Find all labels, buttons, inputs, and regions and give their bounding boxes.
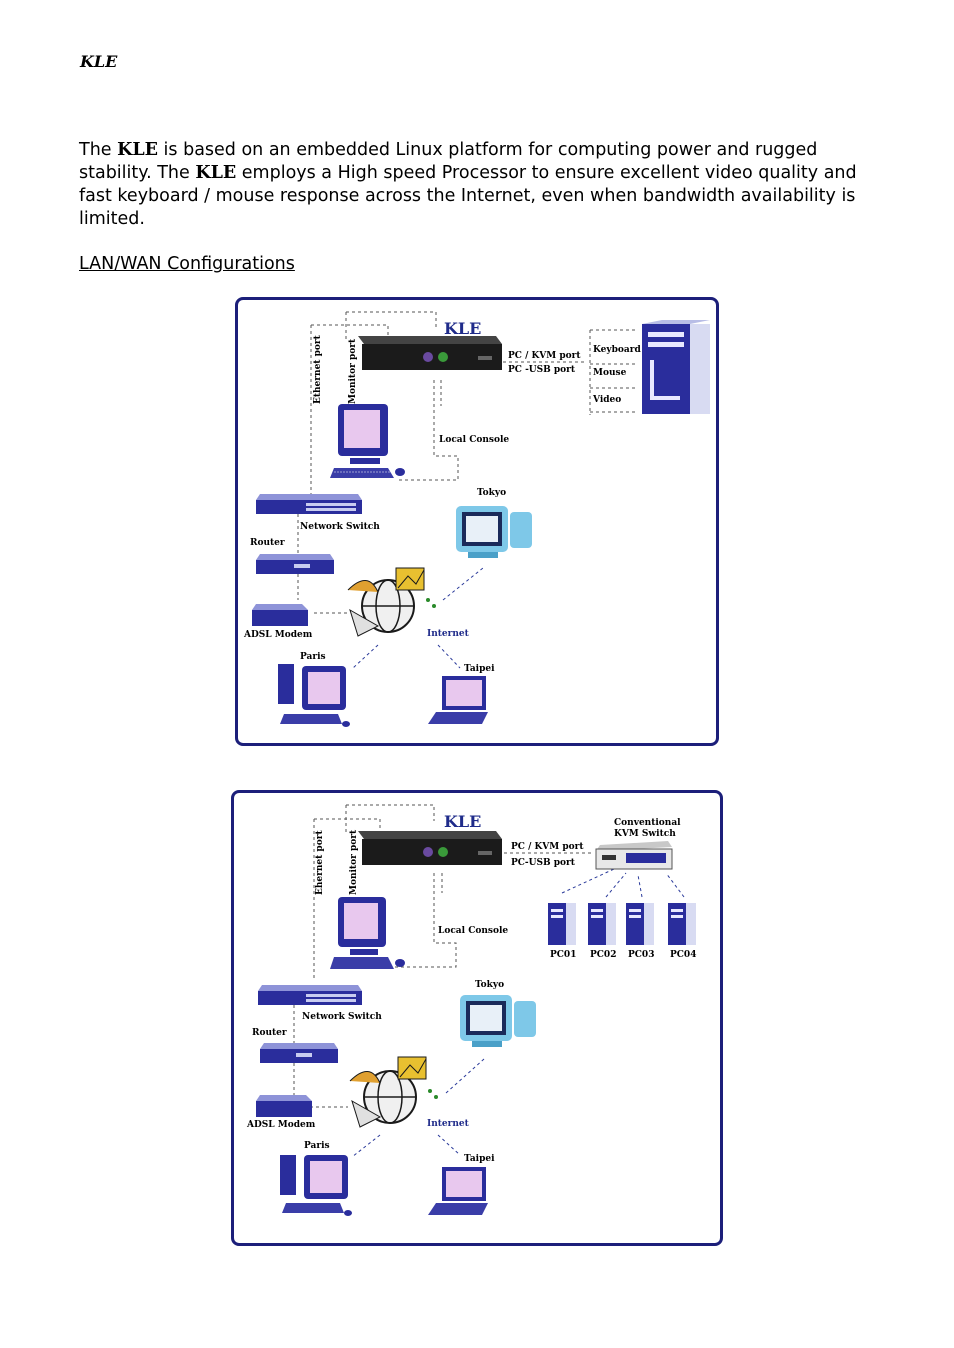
video-label: Video: [592, 395, 621, 405]
adsl-modem-label: ADSL Modem: [246, 1120, 316, 1130]
pc02-tower-icon: [588, 903, 616, 945]
paris-pc-icon: [278, 664, 350, 727]
intro-paragraph: The KLE is based on an embedded Linux pl…: [79, 140, 857, 229]
paris-pc-icon: [280, 1155, 352, 1216]
pc02-label: PC02: [590, 950, 616, 960]
tokyo-label: Tokyo: [475, 980, 504, 990]
pc-usb-port-label: PC-USB port: [511, 858, 576, 868]
tokyo-pc-icon: [460, 995, 536, 1047]
monitor-port-label: Monitor port: [348, 338, 358, 404]
network-switch-icon: [258, 985, 362, 1005]
internet-globe-icon: [349, 1056, 438, 1128]
monitor-port-label: Monitor port: [349, 829, 359, 895]
network-switch-icon: [256, 494, 362, 514]
kle-bold: KLE: [195, 163, 237, 183]
pc03-tower-icon: [626, 903, 654, 945]
router-label: Router: [250, 538, 285, 548]
pc01-tower-icon: [548, 903, 576, 945]
taipei-laptop-icon: [428, 1167, 488, 1215]
kle-bold: KLE: [117, 140, 158, 160]
kle-label: KLE: [444, 319, 481, 338]
ethernet-port-label: Ethernet port: [313, 334, 323, 404]
tokyo-label: Tokyo: [477, 488, 506, 498]
router-icon: [256, 554, 334, 574]
mouse-label: Mouse: [593, 368, 627, 378]
diagram-kle-single-pc: KLE Ethernet port Monitor port PC / KVM …: [235, 297, 719, 746]
adsl-modem-icon: [256, 1095, 312, 1117]
taipei-label: Taipei: [464, 1154, 495, 1164]
internet-label: Internet: [427, 1119, 470, 1129]
pc-kvm-port-label: PC / KVM port: [511, 842, 584, 852]
internet-globe-icon: [347, 567, 436, 637]
section-title: LAN/WAN Configurations: [79, 254, 295, 274]
paris-label: Paris: [304, 1141, 330, 1151]
router-icon: [260, 1043, 338, 1063]
pc-usb-port-label: PC -USB port: [508, 365, 576, 375]
taipei-laptop-icon: [428, 676, 488, 724]
network-switch-label: Network Switch: [302, 1012, 382, 1022]
keyboard-label: Keyboard: [593, 345, 641, 355]
internet-label: Internet: [427, 629, 470, 639]
local-console-monitor-icon: [330, 404, 405, 478]
kvm-switch-label-line2: KVM Switch: [614, 829, 676, 839]
kle-label: KLE: [444, 812, 481, 831]
local-console-label: Local Console: [439, 435, 509, 445]
router-label: Router: [252, 1028, 287, 1038]
taipei-label: Taipei: [464, 664, 495, 674]
pc-kvm-port-label: PC / KVM port: [508, 351, 581, 361]
adsl-modem-icon: [252, 604, 308, 626]
local-console-label: Local Console: [438, 926, 508, 936]
pc-tower-icon: [642, 320, 710, 414]
kle-device-icon: [358, 831, 502, 865]
pc03-label: PC03: [628, 950, 654, 960]
paris-label: Paris: [300, 652, 326, 662]
adsl-modem-label: ADSL Modem: [243, 630, 313, 640]
kvm-switch-label-line1: Conventional: [614, 818, 681, 828]
local-console-monitor-icon: [330, 897, 405, 969]
tokyo-pc-icon: [456, 506, 532, 558]
network-switch-label: Network Switch: [300, 522, 380, 532]
diagram-kle-kvm-switch: KLE Ehernet port Monitor port PC / KVM p…: [231, 790, 723, 1246]
pc04-tower-icon: [668, 903, 696, 945]
pc04-label: PC04: [670, 950, 696, 960]
kvm-switch-icon: [595, 841, 673, 870]
ethernet-port-label: Ehernet port: [315, 830, 325, 895]
kle-device-icon: [358, 336, 502, 370]
page-header: KLE: [80, 52, 118, 71]
pc01-label: PC01: [550, 950, 576, 960]
